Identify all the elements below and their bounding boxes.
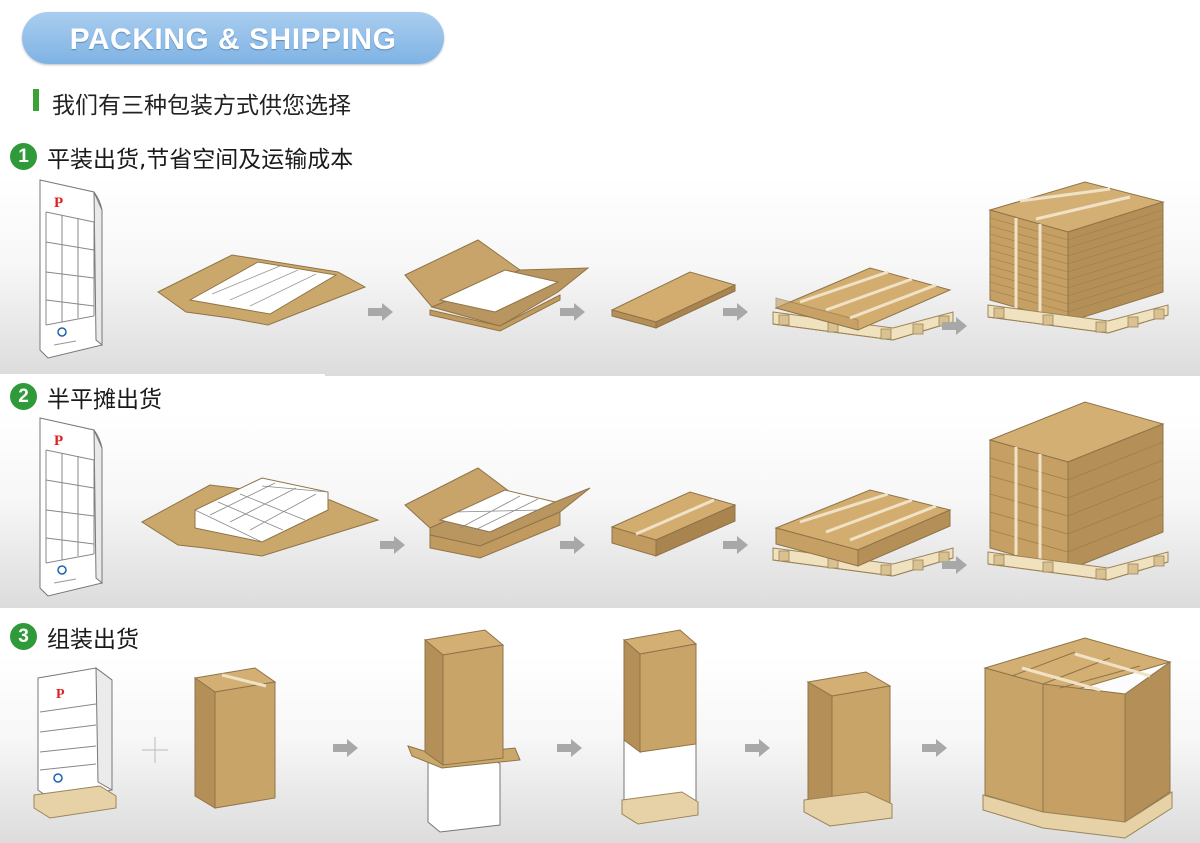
section-1-title: 平装出货,节省空间及运输成本 [47,147,354,173]
box-over-stand-3 [407,629,521,833]
arrow-3b [557,739,582,757]
section-3-title: 组装出货 [47,627,139,653]
section-2-title: 半平摊出货 [47,387,162,413]
arrow-2c [723,536,748,554]
arrow-1b [560,303,585,321]
pallet-stack-2 [987,401,1169,581]
arrow-1c [723,303,748,321]
subtitle-accent-bar [33,89,39,111]
arrow-3a [333,739,358,757]
flat-pack-open-1 [157,254,367,326]
header-banner: PACKING & SHIPPING [22,12,444,64]
section-3-number: 3 [10,623,37,650]
pallet-layer-1 [772,267,954,341]
pallet-layer-2 [772,489,954,577]
section-1-number: 1 [10,143,37,170]
closed-box-2 [610,491,737,557]
pallet-load-3 [982,637,1173,839]
arrow-1a [368,303,393,321]
half-flat-open-2 [141,477,380,557]
flat-board-1 [610,271,737,329]
display-stand-1 [39,179,103,359]
pallet-stack-1 [987,181,1169,334]
subtitle: 我们有三种包装方式供您选择 [52,93,351,119]
half-flat-closing-2 [404,467,591,559]
boxed-unit-3 [803,671,893,827]
arrow-3c [745,739,770,757]
section-2-number: 2 [10,383,37,410]
display-stand-3: P [33,666,117,819]
tall-box-3 [193,667,277,809]
display-stand-2 [39,417,103,597]
header-title: PACKING & SHIPPING [69,23,397,56]
arrow-3d [922,739,947,757]
flat-pack-closing-1 [404,239,590,332]
plus-sign [142,737,168,763]
arrow-2a [380,536,405,554]
svg-text:P: P [56,687,65,702]
arrow-2b [560,536,585,554]
box-on-stand-3 [621,629,699,825]
